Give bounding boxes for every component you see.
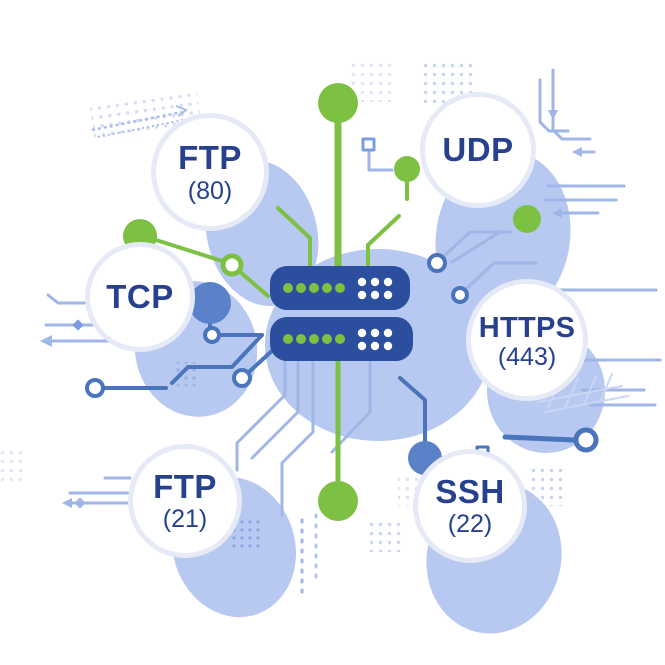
bubble-https-443-label: HTTPS — [479, 312, 576, 344]
bubble-https-443: HTTPS (443) — [466, 279, 588, 401]
bubble-ftp-80-label: FTP — [178, 139, 242, 176]
bubble-ssh-22-label: SSH — [435, 473, 504, 510]
bubble-ftp-21: FTP (21) — [128, 444, 242, 558]
bubble-ftp-80-port: (80) — [188, 177, 232, 205]
bubble-tcp: TCP — [85, 242, 195, 352]
bubble-ssh-22: SSH (22) — [413, 449, 527, 563]
bubble-ftp-80: FTP (80) — [151, 113, 269, 231]
bubble-ssh-22-port: (22) — [448, 510, 492, 538]
bubble-https-443-port: (443) — [498, 343, 556, 371]
bubble-udp: UDP — [420, 92, 536, 208]
server-leds-row-2 — [283, 328, 393, 351]
bubble-tcp-label: TCP — [106, 278, 174, 315]
bubble-ftp-21-port: (21) — [163, 505, 207, 533]
bubble-udp-label: UDP — [442, 131, 513, 168]
server-icon — [270, 266, 413, 361]
server-leds-row-1 — [283, 277, 393, 300]
bubble-ftp-21-label: FTP — [153, 468, 217, 505]
